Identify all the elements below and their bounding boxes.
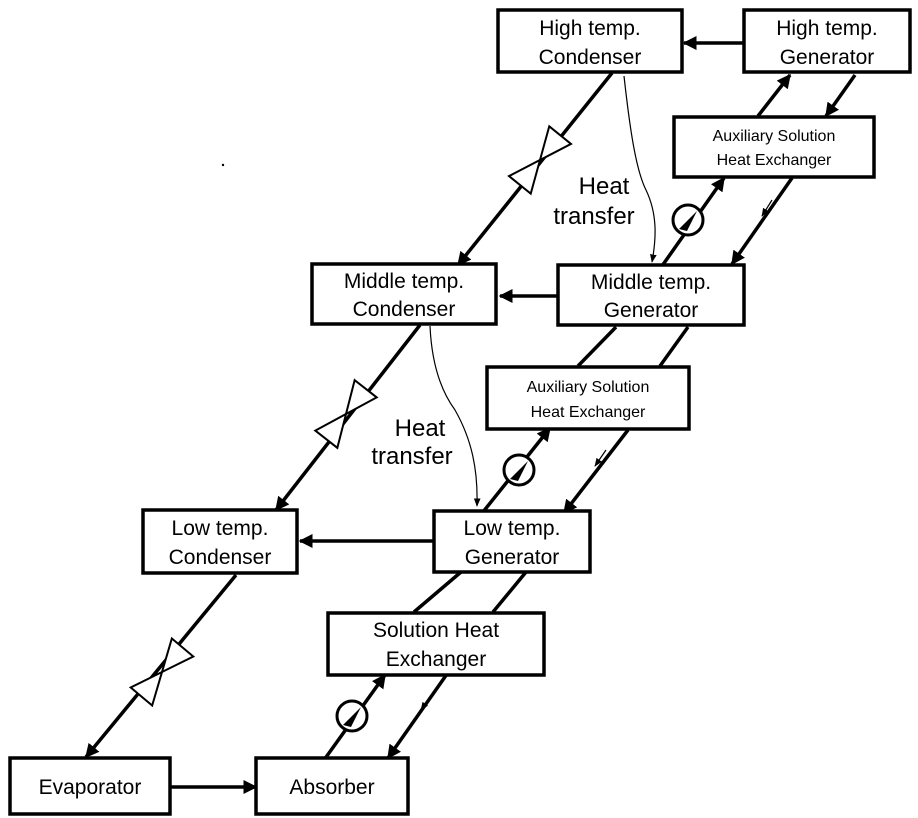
middle-temp-generator-box: Middle temp. Generator [556,263,746,327]
expansion-valve-icon [313,378,379,450]
inline-arrow-icon [420,693,433,711]
heat-transfer-top-line-2: transfer [553,203,634,230]
solution-line-aux-mid-to-middle-generator [576,325,618,368]
heat-transfer-curves [429,75,657,507]
solution-heat-exchanger-box: Solution Heat Exchanger [326,611,546,677]
low-condenser-label-1: Low temp. [172,517,269,540]
auxiliary-solution-heat-exchanger-top-box: Auxiliary Solution Heat Exchanger [672,115,876,179]
aux-shx-mid-label-1: Auxiliary Solution [527,379,650,396]
auxiliary-solution-heat-exchanger-mid-box: Auxiliary Solution Heat Exchanger [485,365,691,431]
stray-dot [221,163,225,167]
solution-lines [322,73,857,762]
heat-transfer-curve-top [623,75,657,263]
solution-line-shx-to-low-generator [412,570,463,614]
expansion-valve-icon [507,124,573,196]
high-generator-label-1: High temp. [776,17,878,40]
high-temp-generator-box: High temp. Generator [742,8,912,74]
inline-arrow-icon [761,199,773,217]
low-temp-condenser-box: Low temp. Condenser [141,508,299,575]
middle-temp-condenser-box: Middle temp. Condenser [310,262,498,326]
heat-transfer-top-line-1: Heat [579,173,630,200]
aux-shx-top-label-1: Auxiliary Solution [713,128,836,145]
solution-line-middle-generator-to-aux-mid [658,325,690,368]
flow-line-low-condenser-to-evaporator [84,573,238,759]
pump-icon [671,203,705,237]
solution-hx-label-2: Exchanger [386,648,486,671]
high-condenser-label-1: High temp. [539,17,641,40]
high-temp-condenser-box: High temp. Condenser [496,8,684,74]
middle-condenser-label-1: Middle temp. [344,270,464,293]
pump-icon [335,699,369,733]
inline-arrows [420,199,773,711]
low-generator-label-1: Low temp. [464,517,561,540]
expansion-valve-icon [128,636,196,708]
flow-line-middle-to-low-condenser [274,323,422,512]
low-generator-label-2: Generator [465,546,560,569]
inline-arrow-icon [594,449,607,467]
middle-generator-label-1: Middle temp. [591,271,711,294]
heat-transfer-label-mid: Heat transfer [371,415,452,470]
high-generator-label-2: Generator [780,46,875,69]
low-condenser-label-2: Condenser [169,546,272,569]
middle-generator-label-2: Generator [604,299,699,322]
solution-line-low-generator-to-shx [491,570,528,614]
solution-line-shx-to-absorber [386,672,449,760]
solution-line-aux-mid-to-low-generator [562,428,630,515]
absorber-box: Absorber [254,756,410,816]
pump-icon [502,453,536,487]
evaporator-box: Evaporator [8,756,172,816]
heat-transfer-mid-line-2: transfer [371,443,452,470]
solution-hx-label-1: Solution Heat [373,619,499,642]
heat-transfer-label-top: Heat transfer [553,173,634,230]
low-temp-generator-box: Low temp. Generator [432,509,592,574]
middle-condenser-label-2: Condenser [353,298,456,321]
absorber-label: Absorber [289,776,374,799]
solution-line-high-generator-to-aux-top [824,73,857,118]
heat-transfer-curve-mid [429,325,481,507]
solution-line-aux-top-to-high-generator [756,73,792,118]
heat-transfer-mid-line-1: Heat [395,415,446,442]
evaporator-label: Evaporator [39,776,142,799]
aux-shx-top-label-2: Heat Exchanger [717,152,832,169]
solution-line-aux-top-to-middle-generator [730,176,794,266]
high-condenser-label-2: Condenser [539,46,642,69]
aux-shx-mid-label-2: Heat Exchanger [531,404,646,421]
